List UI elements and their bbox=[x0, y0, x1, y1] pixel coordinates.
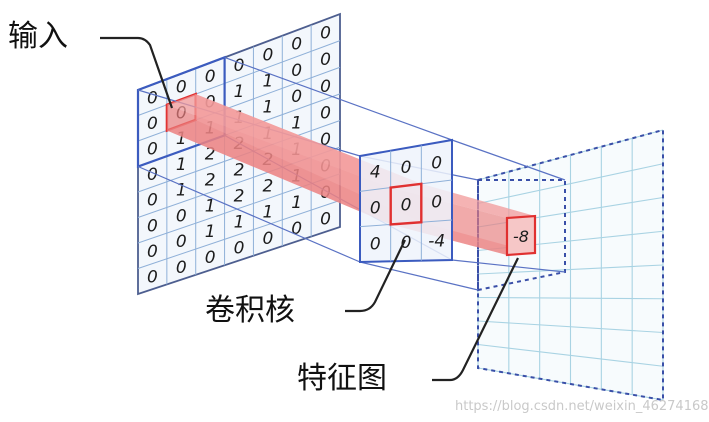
kernel-leader-line bbox=[345, 239, 406, 313]
input-label: 输入 bbox=[8, 19, 68, 54]
input-cell-value: 0 bbox=[147, 140, 158, 160]
input-cell-value: 0 bbox=[147, 191, 158, 211]
input-cell-value: 0 bbox=[234, 238, 245, 258]
input-cell-value: 0 bbox=[320, 24, 331, 44]
input-leader-line bbox=[100, 36, 174, 109]
convolution-beam bbox=[166, 94, 535, 255]
input-cell-value: 1 bbox=[205, 196, 216, 216]
input-cell-value: 1 bbox=[262, 98, 273, 118]
input-cell-value: 1 bbox=[262, 203, 273, 223]
input-cell-value: 1 bbox=[234, 82, 245, 102]
kernel-label: 卷积核 bbox=[205, 293, 295, 328]
input-cell-value: 0 bbox=[291, 87, 302, 107]
kernel-cell-value: 0 bbox=[431, 193, 442, 213]
input-cell-value: 2 bbox=[205, 170, 216, 190]
input-cell-value: 2 bbox=[205, 145, 216, 165]
callout-lines bbox=[100, 36, 519, 382]
kernel-center-cell bbox=[389, 182, 423, 226]
kernel-cell-value: 0 bbox=[401, 233, 412, 253]
feature-map-label: 特征图 bbox=[297, 361, 387, 396]
output-cell-value: -8 bbox=[513, 227, 529, 246]
input-cell-value: 0 bbox=[176, 206, 187, 226]
input-grid-line bbox=[137, 199, 341, 269]
input-cell-value: 0 bbox=[234, 56, 245, 76]
input-cell-value: 1 bbox=[176, 129, 187, 149]
feature-grid-line bbox=[477, 129, 664, 181]
input-cell-value: 1 bbox=[205, 222, 216, 242]
kernel-cell-value: 0 bbox=[370, 235, 381, 255]
input-cell-value: 0 bbox=[320, 103, 331, 123]
feature-map-plane bbox=[477, 128, 664, 402]
kernel-cell-value: -4 bbox=[428, 232, 445, 252]
feature-map-leader-line bbox=[432, 257, 519, 382]
kernel-cell-value: 0 bbox=[431, 153, 442, 173]
input-cell-value: 0 bbox=[262, 229, 273, 249]
output-cell: -8 bbox=[505, 214, 537, 257]
beam-side bbox=[166, 104, 391, 225]
input-cell-value: 2 bbox=[262, 176, 273, 196]
input-cell-value: 0 bbox=[176, 258, 187, 278]
input-cell-value: 0 bbox=[320, 50, 331, 70]
projection-line bbox=[224, 56, 453, 141]
input-cell-value: 0 bbox=[147, 267, 158, 287]
input-cell-value: 0 bbox=[147, 242, 158, 262]
input-cell-value: 1 bbox=[234, 212, 245, 232]
watermark: https://blog.csdn.net/weixin_46274168 bbox=[455, 399, 709, 414]
feature-grid-line bbox=[477, 264, 664, 275]
input-cell-value: 0 bbox=[320, 130, 331, 150]
projection-line bbox=[451, 139, 566, 181]
input-cell-value: 0 bbox=[147, 88, 158, 108]
input-cell-value: 0 bbox=[320, 210, 331, 230]
kernel-cell-value: 0 bbox=[401, 158, 412, 178]
input-cell-value: 1 bbox=[176, 181, 187, 201]
projection-line bbox=[359, 261, 479, 291]
input-cell-value: 0 bbox=[205, 67, 216, 87]
input-cell-value: 1 bbox=[262, 71, 273, 91]
feature-grid-line bbox=[477, 343, 664, 367]
input-cell-value: 0 bbox=[205, 248, 216, 268]
feature-grid-line bbox=[477, 296, 664, 300]
input-cell-value: 0 bbox=[176, 78, 187, 98]
feature-grid-line bbox=[477, 320, 664, 334]
input-cell-value: 1 bbox=[176, 155, 187, 175]
input-cell-value: 1 bbox=[291, 114, 302, 134]
input-cell-value: 0 bbox=[147, 216, 158, 236]
feature-map-border bbox=[477, 128, 664, 402]
output-cell-border bbox=[505, 214, 537, 257]
projection-line bbox=[451, 259, 566, 273]
input-cell-value: 0 bbox=[291, 34, 302, 54]
input-cell-value: 2 bbox=[234, 160, 245, 180]
input-cell-value: 0 bbox=[262, 45, 273, 65]
kernel-cell-value: 4 bbox=[370, 162, 381, 182]
feature-grid-line bbox=[477, 163, 664, 205]
input-cell-value: 0 bbox=[291, 61, 302, 81]
input-cell-value: 2 bbox=[234, 186, 245, 206]
input-cell-value: 0 bbox=[291, 219, 302, 239]
input-cell-value: 0 bbox=[147, 114, 158, 134]
input-cell-value: 1 bbox=[291, 193, 302, 213]
input-cell-value: 0 bbox=[176, 232, 187, 252]
input-cell-value: 0 bbox=[320, 77, 331, 97]
input-cell-value: 0 bbox=[147, 165, 158, 185]
kernel-cell-value: 0 bbox=[370, 199, 381, 219]
kernel-cell-value: 0 bbox=[401, 196, 412, 216]
projection-line bbox=[137, 165, 361, 263]
